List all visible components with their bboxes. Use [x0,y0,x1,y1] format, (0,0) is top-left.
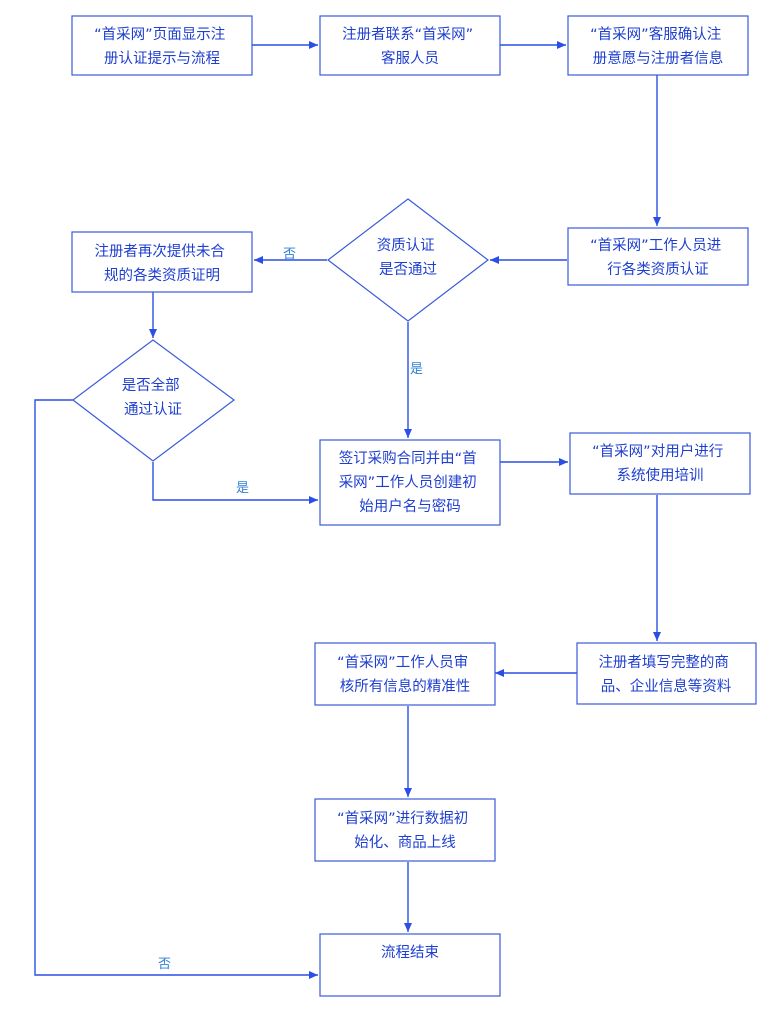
node-line: 是否通过 [379,261,437,278]
svg-text:“首采网”客服确认注 册意愿与注册者信息: “首采网”客服确认注 册意愿与注册者信息 [590,26,726,67]
node-line: 始用户名与密码 [359,498,461,515]
node-line: 规的各类资质证明 [104,267,220,284]
node-line: 流程结束 [381,944,439,961]
svg-text:“首采网”工作人员进 行各类资质认证: “首采网”工作人员进 行各类资质认证 [590,237,726,278]
node-training: “首采网”对用户进行 系统使用培训 [569,432,751,495]
svg-text:资质认证 是否通过: 资质认证 是否通过 [377,237,440,278]
decision-qual-pass: 资质认证 是否通过 [327,198,489,322]
svg-text:注册者再次提供未合 规的各类资质证明: 注册者再次提供未合 规的各类资质证明 [94,243,229,284]
svg-text:“首采网”工作人员审 核所有信息的精准性: “首采网”工作人员审 核所有信息的精准性 [337,654,473,695]
node-line: 系统使用培训 [617,467,704,484]
node-line: 品、企业信息等资料 [601,677,732,695]
node-line: “首采网”工作人员审 [337,654,468,671]
node-sign-contract: 签订采购合同并由“首 采网”工作人员创建初 始用户名与密码 [319,439,501,526]
node-line: 客服人员 [381,50,439,67]
node-staff-review: “首采网”工作人员审 核所有信息的精准性 [314,642,496,706]
svg-text:是否全部 通过认证: 是否全部 通过认证 [122,376,185,418]
edge-label-all-no: 否 [158,957,171,972]
node-line: 注册者填写完整的商 [598,654,729,671]
node-contact-cs: 注册者联系“首采网” 客服人员 [319,15,501,76]
svg-text:“首采网”对用户进行 系统使用培训: “首采网”对用户进行 系统使用培训 [592,443,728,484]
svg-text:注册者联系“首采网” 客服人员: 注册者联系“首采网” 客服人员 [342,26,478,67]
node-data-init: “首采网”进行数据初 始化、商品上线 [314,798,496,862]
node-line: 采网”工作人员创建初 [339,474,477,491]
node-line: 始化、商品上线 [354,834,456,851]
node-fill-info: 注册者填写完整的商 品、企业信息等资料 [576,642,757,705]
node-line: 签订采购合同并由“首 [339,450,477,467]
edge-label-all-yes: 是 [236,481,249,496]
node-line: “首采网”对用户进行 [592,443,723,460]
edge-label-qual-no: 否 [283,247,296,262]
svg-text:“首采网”页面显示注 册认证提示与流程: “首采网”页面显示注 册认证提示与流程 [94,26,230,67]
node-line: 资质认证 [377,237,435,254]
node-line: 册意愿与注册者信息 [593,49,724,67]
edge-labels: 否 是 是 否 [158,247,423,972]
edges [34,41,661,979]
node-line: 册认证提示与流程 [104,50,220,67]
edge-label-qual-yes: 是 [410,362,423,377]
node-line: 核所有信息的精准性 [340,678,471,695]
node-line: 注册者再次提供未合 [94,243,225,260]
node-line: 注册者联系“首采网” [342,26,473,43]
decision-all-pass: 是否全部 通过认证 [72,339,236,462]
node-show-prompt: “首采网”页面显示注 册认证提示与流程 [71,15,253,76]
node-line: 通过认证 [124,401,182,418]
node-line: “首采网”页面显示注 [94,26,225,43]
node-line: “首采网”工作人员进 [590,237,721,254]
node-staff-qual-cert: “首采网”工作人员进 行各类资质认证 [567,227,749,286]
edge-allpass-no-to-end [34,399,318,979]
edge-allpass-yes-to-sign [152,462,318,504]
svg-text:注册者填写完整的商 品、企业信息等资料: 注册者填写完整的商 品、企业信息等资料 [598,654,733,695]
node-cs-confirm: “首采网”客服确认注 册意愿与注册者信息 [567,15,749,76]
node-line: “首采网”客服确认注 [590,26,721,43]
node-line: 是否全部 [122,376,180,394]
svg-text:签订采购合同并由“首 采网”工作人员创建初: 签订采购合同并由“首 采网”工作人员创建初 始用户名与密码 [339,450,482,515]
node-line: 行各类资质认证 [607,261,709,278]
node-end: 流程结束 [319,933,501,997]
node-resubmit: 注册者再次提供未合 规的各类资质证明 [71,231,253,293]
svg-text:流程结束: 流程结束 [381,944,439,961]
svg-text:“首采网”进行数据初 始化、商品上线: “首采网”进行数据初 始化、商品上线 [337,810,473,851]
node-line: “首采网”进行数据初 [337,810,468,827]
